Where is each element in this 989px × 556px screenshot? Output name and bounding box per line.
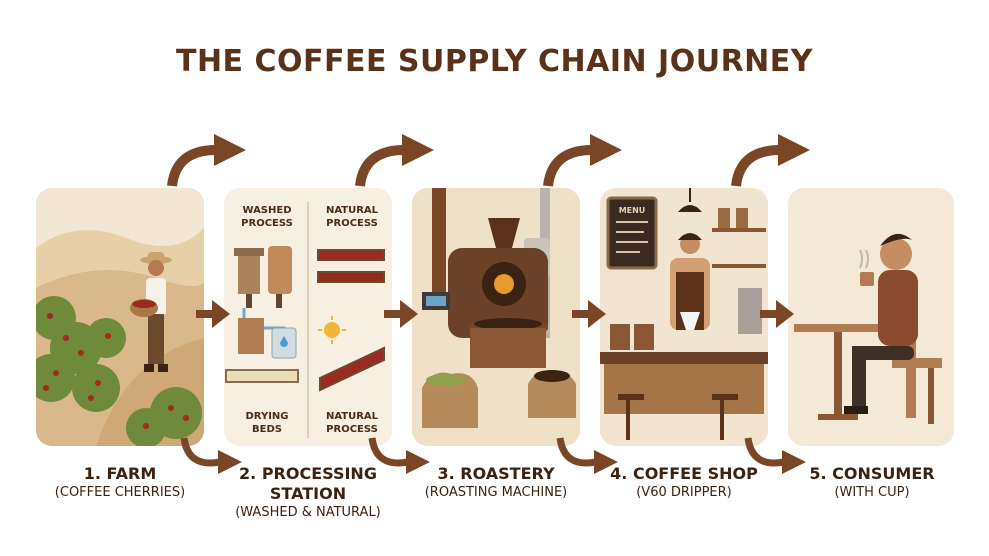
bottom-curved-arrow-4: [744, 437, 806, 474]
bottom-curved-arrow-3: [556, 437, 618, 474]
farm-illustration: [36, 188, 204, 446]
stage-subtitle: (WITH CUP): [834, 485, 910, 500]
middle-arrow-1: [196, 300, 230, 328]
stage-subtitle: (WASHED & NATURAL): [235, 505, 381, 520]
top-curved-arrow-1: [167, 134, 246, 187]
middle-arrow-2: [384, 300, 418, 328]
bottom-curved-arrow-2: [368, 437, 430, 474]
top-curved-arrow-3: [543, 134, 622, 187]
page-title: THE COFFEE SUPPLY CHAIN JOURNEY: [175, 44, 813, 79]
stage-name: 1. FARM: [83, 464, 157, 483]
top-curved-arrow-4: [731, 134, 810, 187]
top-curved-arrow-2: [355, 134, 434, 187]
stage-name-line2: STATION: [269, 484, 347, 503]
stage-label-roastery: 3. ROASTERY (ROASTING MACHINE): [396, 464, 596, 502]
stage-name: 5. CONSUMER: [809, 464, 935, 483]
stage-label-processing: 2. PROCESSING STATION (WASHED & NATURAL): [208, 464, 408, 522]
stage-label-consumer: 5. CONSUMER (WITH CUP): [772, 464, 972, 502]
consumer-illustration: [788, 188, 954, 446]
coffee-shop-illustration: MENU: [600, 188, 768, 446]
middle-arrow-3: [572, 300, 606, 328]
stage-label-farm: 1. FARM (COFFEE CHERRIES): [20, 464, 220, 502]
stage-label-coffee-shop: 4. COFFEE SHOP (V60 DRIPPER): [584, 464, 784, 502]
menu-board-label: MENU: [618, 206, 646, 215]
stage-subtitle: (COFFEE CHERRIES): [54, 485, 186, 500]
stage-subtitle: (ROASTING MACHINE): [424, 485, 568, 500]
stage-subtitle: (V60 DRIPPER): [636, 485, 732, 500]
stage-name-line1: 2. PROCESSING: [239, 464, 377, 483]
stage-name: 4. COFFEE SHOP: [610, 464, 758, 483]
middle-arrow-4: [760, 300, 794, 328]
bottom-curved-arrow-1: [180, 437, 242, 474]
roastery-illustration: [412, 188, 580, 446]
stage-name: 3. ROASTERY: [437, 464, 555, 483]
